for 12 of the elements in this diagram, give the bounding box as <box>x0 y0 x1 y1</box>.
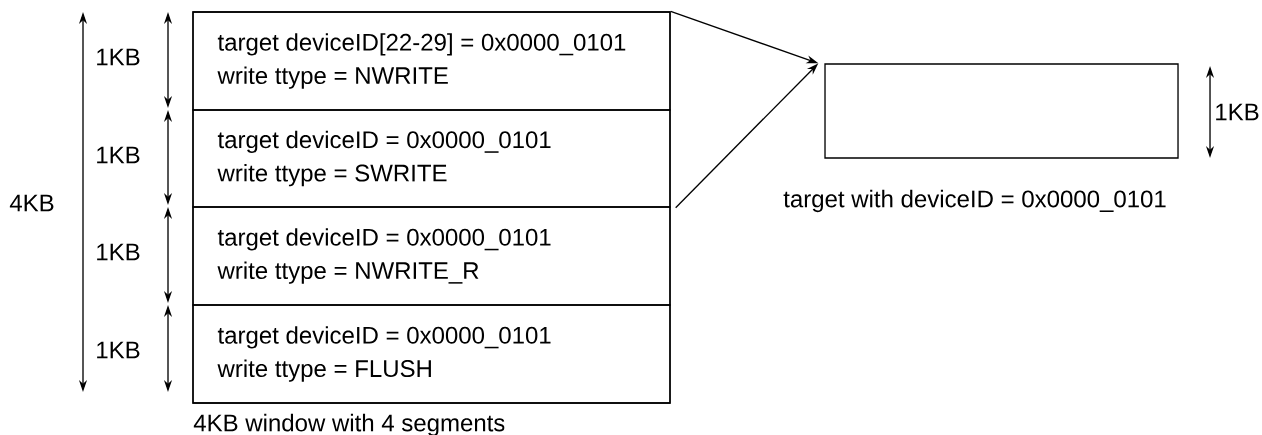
segment-box: target deviceID[22-29] = 0x0000_0101 write ttype = NWRITE <box>192 11 671 111</box>
dimension-label: 1KB <box>97 146 140 164</box>
dimension-label: 4KB <box>9 194 54 212</box>
target-box <box>824 63 1179 159</box>
segment-box: target deviceID = 0x0000_0101 write ttype = NWRITE_R <box>192 206 671 306</box>
dimension-label: 1KB <box>1216 103 1259 121</box>
segment-box: target deviceID = 0x0000_0101 write ttype = SWRITE <box>192 109 671 208</box>
node-label: target with deviceID = 0x0000_0101 <box>783 189 1166 213</box>
dimension-label: 1KB <box>97 341 140 359</box>
dimension-label: 1KB <box>97 243 140 261</box>
segment-box: target deviceID = 0x0000_0101 write ttype = FLUSH <box>192 304 671 404</box>
dimension-label: 1KB <box>97 48 140 66</box>
